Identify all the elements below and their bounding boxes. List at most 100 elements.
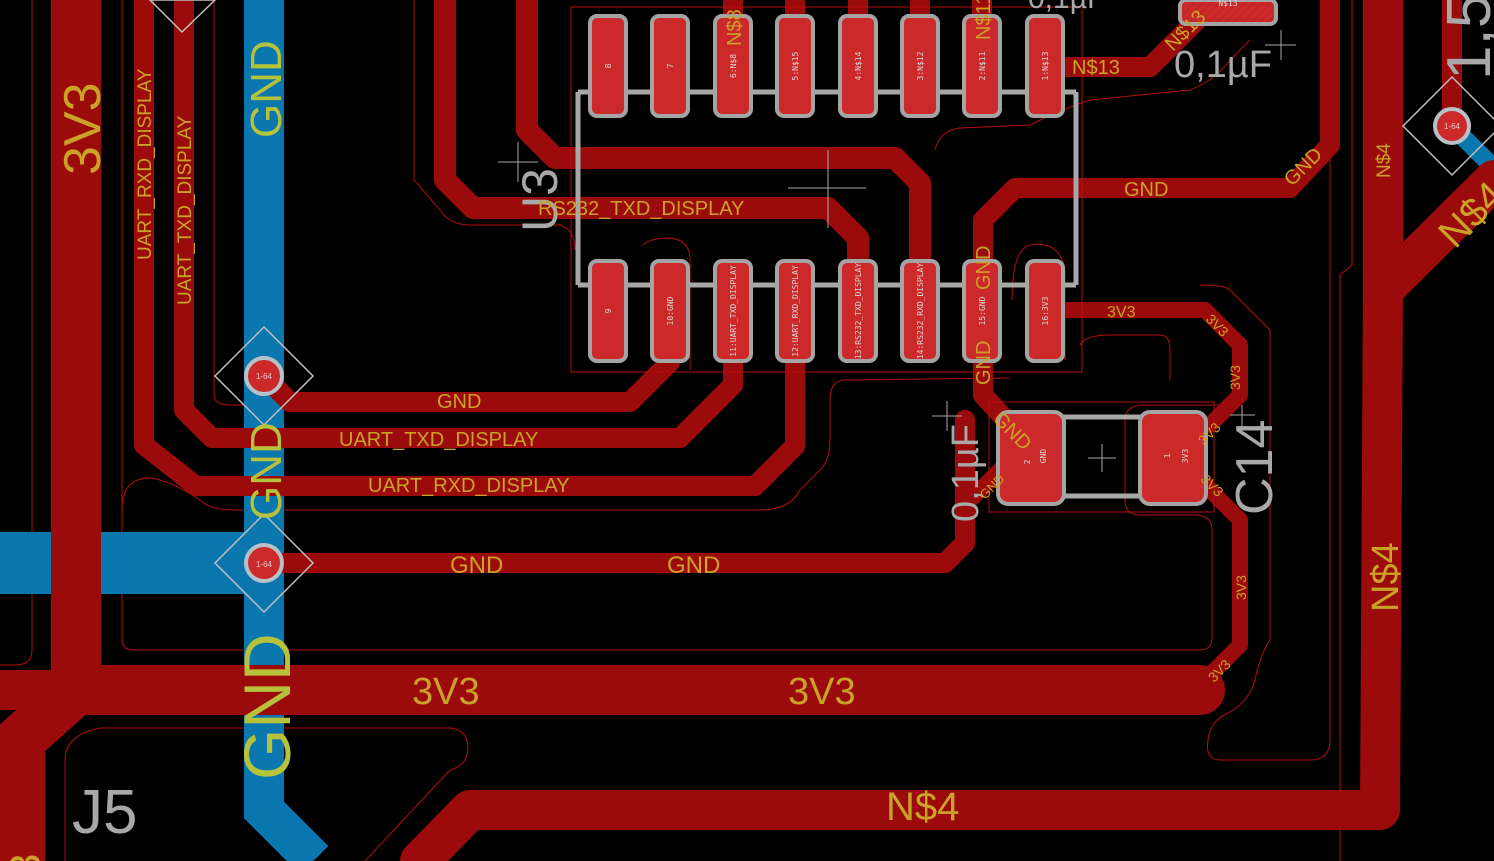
c14-pad-2[interactable] <box>996 410 1066 506</box>
net-label-3v3: 3V3 <box>1227 365 1243 390</box>
trace-3v3-c14-down[interactable] <box>1197 477 1248 683</box>
net-label-gnd-bottom-top: GND <box>242 40 291 138</box>
via-2[interactable]: 1-64 <box>213 512 315 614</box>
u3-bottom-pad-3[interactable]: 11:UART_TXD_DISPLAY <box>713 259 753 363</box>
u3-top-pad-8[interactable]: 1:N$13 <box>1025 14 1065 118</box>
trace-n13[interactable] <box>1035 2 1215 77</box>
pad-label: 10:GND <box>666 296 675 325</box>
trace-n4-diag[interactable] <box>1363 160 1494 310</box>
c14-pad-1[interactable] <box>1138 410 1208 506</box>
trace-gnd-c14-down[interactable] <box>957 452 1018 553</box>
u3-top-pad-6[interactable]: 3:N$12 <box>900 14 940 118</box>
c14-pad1-net: 3V3 <box>1181 449 1190 464</box>
trace-3v3-left-branch[interactable] <box>0 665 101 861</box>
u3-bottom-pad-6[interactable]: 14:RS232_RXD_DISPLAY <box>900 259 940 363</box>
pad-label: 16:3V3 <box>1041 296 1050 325</box>
net-label-gnd: GND <box>450 552 503 579</box>
net-label-uart-rxd: UART_RXD_DISPLAY <box>135 68 156 260</box>
pad-shape[interactable] <box>1025 14 1065 118</box>
c14-pad-labels: 2 GND 1 3V3 <box>1023 449 1190 465</box>
pad-shape[interactable] <box>588 259 628 363</box>
gnd-bottom-trace-vertical[interactable] <box>244 0 329 861</box>
u3-bottom-pad-1[interactable]: 9 <box>588 259 628 363</box>
trace-gnd-top-right[interactable] <box>973 0 1340 440</box>
u3-bottom-pad-8[interactable]: 16:3V3 <box>1025 259 1065 363</box>
via-1[interactable]: 1-64 <box>213 325 315 427</box>
u3-top-pad-7[interactable]: 2:N$11 <box>962 14 1002 118</box>
silkscreen-text: U3 C14 0,1µF 0,1µF 0,1µF J5 1,5 N$13 <box>72 0 1494 847</box>
pad-shape[interactable] <box>713 14 753 118</box>
trace-3v3-pad16[interactable] <box>1037 302 1248 433</box>
u3-top-pad-row: 8 7 6:N$8 5:N$15 4:N$14 3:N$12 2:N$11 1:N$13 <box>588 14 1065 118</box>
net-label-gnd: GND <box>437 391 481 413</box>
pad-label: 13:RS232_TXD_DISPLAY <box>854 263 863 360</box>
net-label-3v3: 3V3 <box>1107 304 1136 321</box>
net-label-gnd: GND <box>667 552 720 579</box>
pad-label: 6:N$8 <box>729 54 738 78</box>
c14-pad2-net: GND <box>1039 449 1048 464</box>
net-label-gnd-bottom-low: GND <box>230 633 304 780</box>
net-label-n13: N$13 <box>1072 57 1120 79</box>
via-label: 1-64 <box>1444 122 1461 131</box>
u3-top-pad-5[interactable]: 4:N$14 <box>838 14 878 118</box>
net-label-uart-txd-row: UART_TXD_DISPLAY <box>339 429 538 451</box>
net-label-3v3-partial: 3 <box>1 854 50 861</box>
pad-label: 1:N$13 <box>1041 51 1050 80</box>
pad-shape[interactable] <box>838 14 878 118</box>
u3-bottom-pad-7[interactable]: 15:GND <box>962 259 1002 363</box>
pad-shape[interactable] <box>838 259 878 363</box>
pad-label: 12:UART_RXD_DISPLAY <box>791 265 800 357</box>
pad-shape[interactable] <box>962 259 1002 363</box>
pad-shape[interactable] <box>900 259 940 363</box>
net-label-3v3: 3V3 <box>54 82 112 175</box>
via-3[interactable]: 1-64 <box>1401 75 1494 177</box>
pad-label: 14:RS232_RXD_DISPLAY <box>916 263 925 360</box>
c14-pad1-num: 1 <box>1163 453 1172 458</box>
upper-right-refdes: 1,5 <box>1435 0 1494 80</box>
trace-rs232-rxd[interactable] <box>516 0 931 281</box>
net-label-gnd: GND <box>973 246 995 290</box>
net-label-uart-rxd-row: UART_RXD_DISPLAY <box>368 475 570 497</box>
u3-top-pad-1[interactable]: 8 <box>588 14 628 118</box>
u3-bottom-pad-2[interactable]: 10:GND <box>650 259 690 363</box>
pad-label: 5:N$15 <box>791 51 800 80</box>
u3-bottom-pad-row: 9 10:GND 11:UART_TXD_DISPLAY 12:UART_RXD_DI… <box>588 259 1065 363</box>
pad-label: 11:UART_TXD_DISPLAY <box>729 265 738 357</box>
u3-bottom-pad-4[interactable]: 12:UART_RXD_DISPLAY <box>775 259 815 363</box>
via-label: 1-64 <box>256 560 273 569</box>
u3-top-pad-4[interactable]: 5:N$15 <box>775 14 815 118</box>
u3-top-pad-3[interactable]: 6:N$8 <box>713 14 753 118</box>
trace-uart-txd[interactable] <box>174 0 743 448</box>
u3-bottom-pad-5[interactable]: 13:RS232_TXD_DISPLAY <box>838 259 878 363</box>
pad-shape[interactable] <box>650 259 690 363</box>
upper-cap-pad[interactable] <box>1178 0 1278 26</box>
upper-cap-pad-label: N$13 <box>1218 0 1237 8</box>
pad-shape[interactable] <box>900 14 940 118</box>
u3-top-pad-2[interactable]: 7 <box>650 14 690 118</box>
pad-label: 2:N$11 <box>978 51 987 80</box>
trace-rs232-txd[interactable] <box>434 0 869 281</box>
c14-footprint <box>932 30 1296 513</box>
net-label-n8: N$8 <box>724 9 746 46</box>
pad-shape[interactable] <box>588 14 628 118</box>
keepout-outlines <box>0 0 1353 861</box>
pad-shape[interactable] <box>713 259 753 363</box>
trace-n4-main[interactable] <box>400 0 1403 861</box>
net-label-gnd: GND <box>1124 179 1168 201</box>
pad-shape[interactable] <box>775 259 815 363</box>
pad-label: 9 <box>604 308 613 313</box>
net-label-n4: N$4 <box>1374 143 1395 178</box>
pad-shape[interactable] <box>962 14 1002 118</box>
via-partial-top <box>148 0 217 34</box>
pad-shape[interactable] <box>650 14 690 118</box>
pad-shape[interactable] <box>1025 259 1065 363</box>
pad-label: 7 <box>666 63 675 68</box>
trace-uart-rxd[interactable] <box>134 0 805 496</box>
upper-cap-partial-value: 0,1µF <box>1028 0 1105 15</box>
pad-shape[interactable] <box>775 14 815 118</box>
upper-cap-value: 0,1µF <box>1174 44 1272 86</box>
pad-label: 8 <box>604 63 613 68</box>
